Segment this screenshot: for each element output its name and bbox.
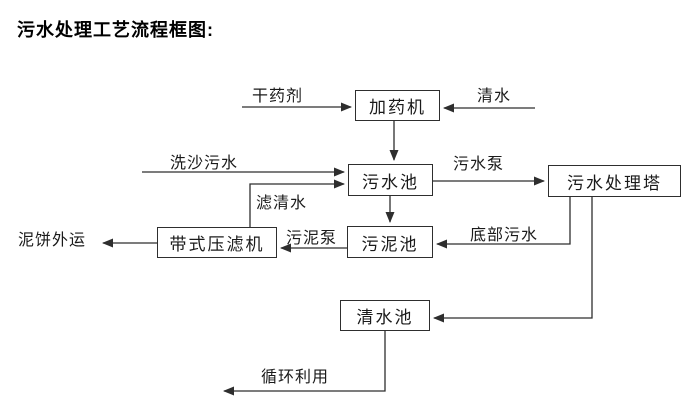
page-title: 污水处理工艺流程框图: xyxy=(17,20,214,40)
flow-label-recycle-use: 循环利用 xyxy=(261,369,330,386)
flow-label-sand-washing-sewage: 洗沙污水 xyxy=(170,155,239,172)
edge-tower-to-clean-water-pool xyxy=(433,197,593,323)
flow-label-bottom-sewage: 底部污水 xyxy=(470,227,539,244)
node-treatment-tower: 污水处理塔 xyxy=(548,165,681,197)
flow-label-mud-cake-out: 泥饼外运 xyxy=(18,232,87,249)
edge-clean-water-pool-to-recycle xyxy=(223,331,386,396)
node-belt-filter-press: 带式压滤机 xyxy=(157,227,277,258)
node-sludge-pool: 污泥池 xyxy=(347,226,433,258)
flow-label-dry-chemical: 干药剂 xyxy=(252,88,304,105)
flow-label-sludge-pump: 污泥泵 xyxy=(286,230,338,247)
node-clean-water-pool: 清水池 xyxy=(340,300,430,331)
node-sewage-pool: 污水池 xyxy=(348,164,433,196)
edge-filtered-water-to-sewage-pool xyxy=(249,179,345,227)
flow-label-filtered-water: 滤清水 xyxy=(256,195,308,212)
flow-label-clean-water: 清水 xyxy=(477,88,512,105)
node-dosing-machine: 加药机 xyxy=(355,90,440,121)
flow-label-sewage-pump: 污水泵 xyxy=(453,156,505,173)
edge-tower-bottom-sewage-to-sludge-pool xyxy=(436,197,571,249)
